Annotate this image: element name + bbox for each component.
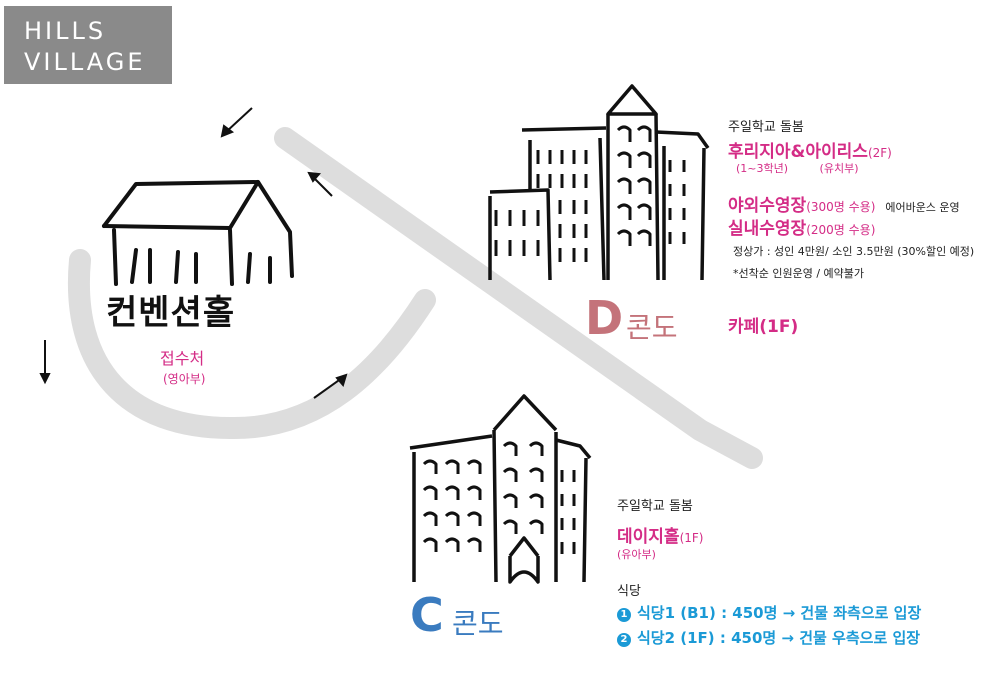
c-cafeteria-2: 2 식당2 (1F) : 450명 → 건물 우측으로 입장 [617, 627, 920, 648]
d-hall-label: 후리지아&아이리스 [728, 142, 868, 162]
d-outdoor-pool: 야외수영장(300명 수용) 에어바운스 운영 [728, 191, 960, 216]
arrow-icon [313, 373, 348, 399]
badge-line2: VILLAGE [24, 48, 146, 76]
building-icon [488, 84, 710, 281]
d-outdoor-cap: (300명 수용) [806, 200, 876, 214]
reception-label: 접수처 [160, 349, 205, 368]
d-pool-notice: *선착순 인원운영 / 예약불가 [733, 267, 865, 280]
road [67, 127, 763, 469]
convention-hall-title: 컨벤션홀 [106, 293, 236, 333]
c-condo-letter: C [410, 588, 444, 642]
d-pool-price: 정상가 : 성인 4만원/ 소인 3.5만원 (30%할인 예정) [733, 245, 975, 258]
d-outdoor-note: 에어바운스 운영 [885, 201, 960, 214]
d-indoor-pool: 실내수영장(200명 수용) [728, 214, 875, 239]
number-2-icon: 2 [617, 633, 631, 647]
c-cafeteria-1: 1 식당1 (B1) : 450명 → 건물 좌측으로 입장 [617, 602, 921, 623]
c-hall-label: 데이지홀 [617, 527, 680, 547]
d-indoor-cap: (200명 수용) [806, 223, 876, 237]
c-cafeteria-title: 식당 [617, 584, 641, 599]
building-icon [409, 394, 592, 584]
d-hall-floor: (2F) [867, 146, 892, 160]
d-hall-sub1: (1~3학년) [736, 162, 789, 175]
d-outdoor-label: 야외수영장 [728, 196, 807, 216]
c-cafeteria-1-text: 식당1 (B1) : 450명 → 건물 좌측으로 입장 [637, 604, 922, 622]
arrow-icon [220, 107, 253, 138]
d-sunday-school: 주일학교 돌봄 [728, 120, 804, 135]
c-hall-sub: (유아부) [617, 548, 656, 561]
d-hall-sub2: (유치부) [819, 162, 859, 175]
c-hall-floor: (1F) [679, 531, 704, 545]
badge-line1: HILLS [24, 17, 107, 45]
hills-village-badge: HILLS VILLAGE [4, 6, 172, 84]
d-hall-sub: (1~3학년) (유치부) [736, 160, 859, 176]
c-condo-word: 콘도 [452, 607, 504, 640]
reception-sublabel: (영아부) [163, 372, 206, 386]
number-1-icon: 1 [617, 608, 631, 622]
d-condo-letter: D [585, 291, 624, 345]
c-hall-name: 데이지홀(1F) [617, 522, 703, 547]
arrow-icon [307, 171, 333, 197]
d-condo-word: 콘도 [626, 311, 678, 344]
c-sunday-school: 주일학교 돌봄 [617, 499, 693, 514]
d-hall-name: 후리지아&아이리스(2F) [728, 137, 892, 162]
c-cafeteria-2-text: 식당2 (1F) : 450명 → 건물 우측으로 입장 [637, 629, 921, 647]
arrow-icon [39, 340, 51, 385]
d-cafe: 카페(1F) [728, 317, 799, 337]
d-indoor-label: 실내수영장 [728, 219, 807, 239]
house-icon [102, 180, 294, 286]
